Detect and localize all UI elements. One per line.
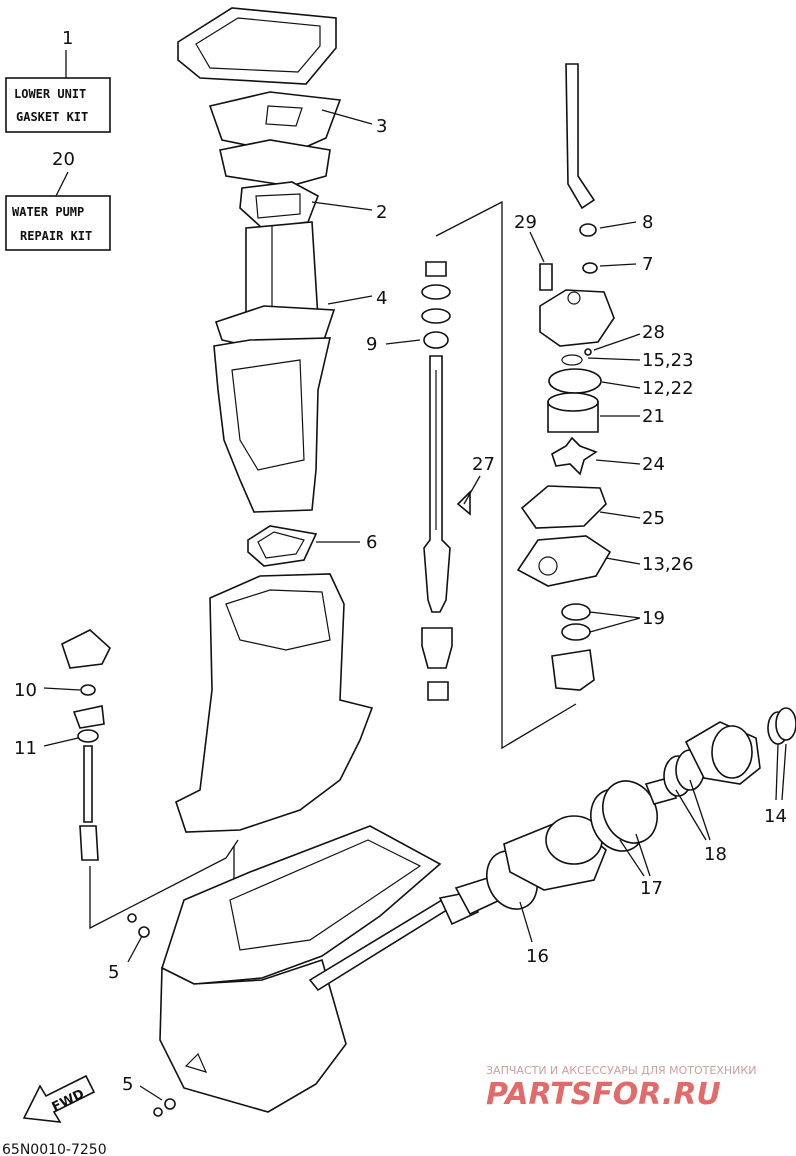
callout-14: 14 bbox=[764, 806, 787, 827]
lower-unit-gasket-kit-box: 1 LOWER UNIT GASKET KIT bbox=[5, 28, 111, 133]
callout-11: 11 bbox=[14, 738, 37, 759]
kit-1-number: 1 bbox=[62, 28, 73, 49]
callout-5-lower: 5 bbox=[122, 1074, 133, 1095]
callout-24: 24 bbox=[642, 454, 665, 475]
callout-18: 18 bbox=[704, 844, 727, 865]
watermark-tagline: ЗАПЧАСТИ И АКСЕССУАРЫ ДЛЯ МОТОТЕХНИКИ bbox=[486, 1064, 756, 1077]
watermark-brand: PARTSFOR.RU bbox=[486, 1077, 721, 1112]
diagram-code: 65N0010-7250 bbox=[2, 1142, 107, 1156]
callout-7: 7 bbox=[642, 254, 653, 275]
callout-leaders bbox=[43, 109, 787, 1101]
gear-case-assembly bbox=[127, 825, 442, 1117]
callout-21: 21 bbox=[642, 406, 665, 427]
driveshaft-assembly bbox=[421, 261, 471, 701]
callout-3: 3 bbox=[376, 116, 387, 137]
callout-9: 9 bbox=[366, 334, 377, 355]
callout-19: 19 bbox=[642, 608, 665, 629]
callout-12-22: 12,22 bbox=[642, 378, 694, 399]
kit-20-line2: REPAIR KIT bbox=[20, 229, 92, 243]
callout-8: 8 bbox=[642, 212, 653, 233]
fwd-arrow-icon: FWD bbox=[22, 1074, 96, 1123]
shift-rod-connection-line bbox=[89, 839, 239, 930]
callout-27: 27 bbox=[472, 454, 495, 475]
callout-10: 10 bbox=[14, 680, 37, 701]
kit-1-line2: GASKET KIT bbox=[16, 110, 88, 124]
callout-28: 28 bbox=[642, 322, 665, 343]
propeller-shaft-assembly bbox=[308, 707, 796, 992]
kit-20-number: 20 bbox=[52, 149, 75, 170]
water-pump-assembly bbox=[516, 63, 615, 691]
callout-17: 17 bbox=[640, 878, 663, 899]
kit-20-line1: WATER PUMP bbox=[12, 205, 84, 219]
callout-6: 6 bbox=[366, 532, 377, 553]
callout-4: 4 bbox=[376, 288, 387, 309]
pump-connection-line bbox=[435, 200, 577, 750]
callout-2: 2 bbox=[376, 202, 387, 223]
callout-5-upper: 5 bbox=[108, 962, 119, 983]
callout-15-23: 15,23 bbox=[642, 350, 694, 371]
kit-1-line1: LOWER UNIT bbox=[14, 87, 86, 101]
callout-29: 29 bbox=[514, 212, 537, 233]
upper-casing-assembly bbox=[175, 7, 374, 833]
callout-25: 25 bbox=[642, 508, 665, 529]
callout-13-26: 13,26 bbox=[642, 554, 694, 575]
water-pump-repair-kit-box: 20 WATER PUMP REPAIR KIT bbox=[5, 149, 111, 251]
shift-rod-assembly bbox=[61, 629, 111, 861]
callout-16: 16 bbox=[526, 946, 549, 967]
